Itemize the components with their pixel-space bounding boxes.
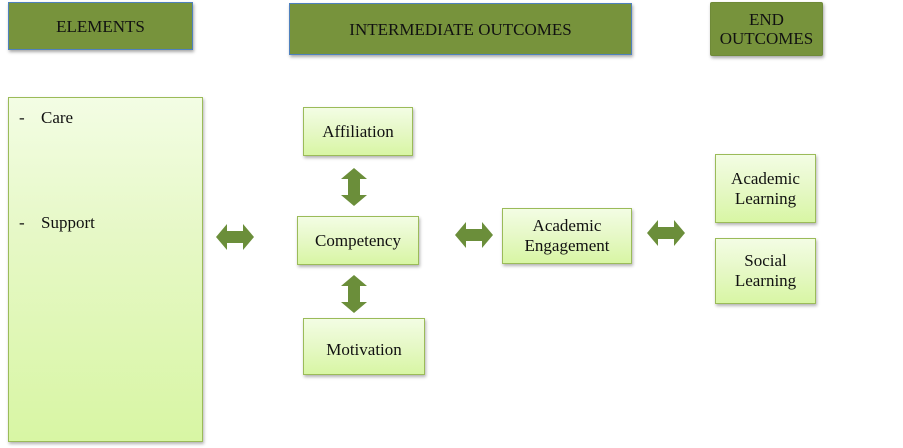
element-label: Care <box>41 108 74 127</box>
academic-learning-line2: Learning <box>734 188 797 208</box>
double-arrow-vertical-icon <box>341 275 367 313</box>
academic-learning-line1: Academic <box>731 168 800 188</box>
bullet: - <box>19 108 25 127</box>
affiliation-box: Affiliation <box>303 107 413 156</box>
competency-label: Competency <box>315 230 401 250</box>
academic-learning-box: Academic Learning <box>715 154 816 223</box>
motivation-label: Motivation <box>326 339 402 359</box>
motivation-box: Motivation <box>303 318 425 375</box>
elements-header: ELEMENTS <box>8 2 193 50</box>
element-item-support: - Support <box>19 213 95 233</box>
academic-engagement-line2: Engagement <box>524 236 610 255</box>
end-outcomes-header-line1: END <box>749 10 784 29</box>
element-label: Support <box>41 213 95 232</box>
end-outcomes-header: END OUTCOMES <box>710 2 823 56</box>
intermediate-outcomes-header: INTERMEDIATE OUTCOMES <box>289 3 632 55</box>
element-item-care: - Care <box>19 108 73 128</box>
intermediate-outcomes-header-label: INTERMEDIATE OUTCOMES <box>349 19 572 39</box>
social-learning-line2: Learning <box>734 271 797 290</box>
bullet: - <box>19 213 25 232</box>
academic-engagement-line1: Academic <box>532 216 602 235</box>
affiliation-label: Affiliation <box>322 121 394 141</box>
social-learning-line1: Social <box>744 251 787 270</box>
elements-header-label: ELEMENTS <box>56 16 145 36</box>
double-arrow-horizontal-icon <box>455 222 493 248</box>
double-arrow-horizontal-icon <box>647 220 685 246</box>
double-arrow-vertical-icon <box>341 168 367 206</box>
elements-box: - Care - Support <box>8 97 203 442</box>
end-outcomes-header-line2: OUTCOMES <box>719 29 814 48</box>
double-arrow-horizontal-icon <box>216 224 254 250</box>
academic-engagement-box: Academic Engagement <box>502 208 632 264</box>
social-learning-box: Social Learning <box>715 238 816 304</box>
competency-box: Competency <box>297 216 419 265</box>
